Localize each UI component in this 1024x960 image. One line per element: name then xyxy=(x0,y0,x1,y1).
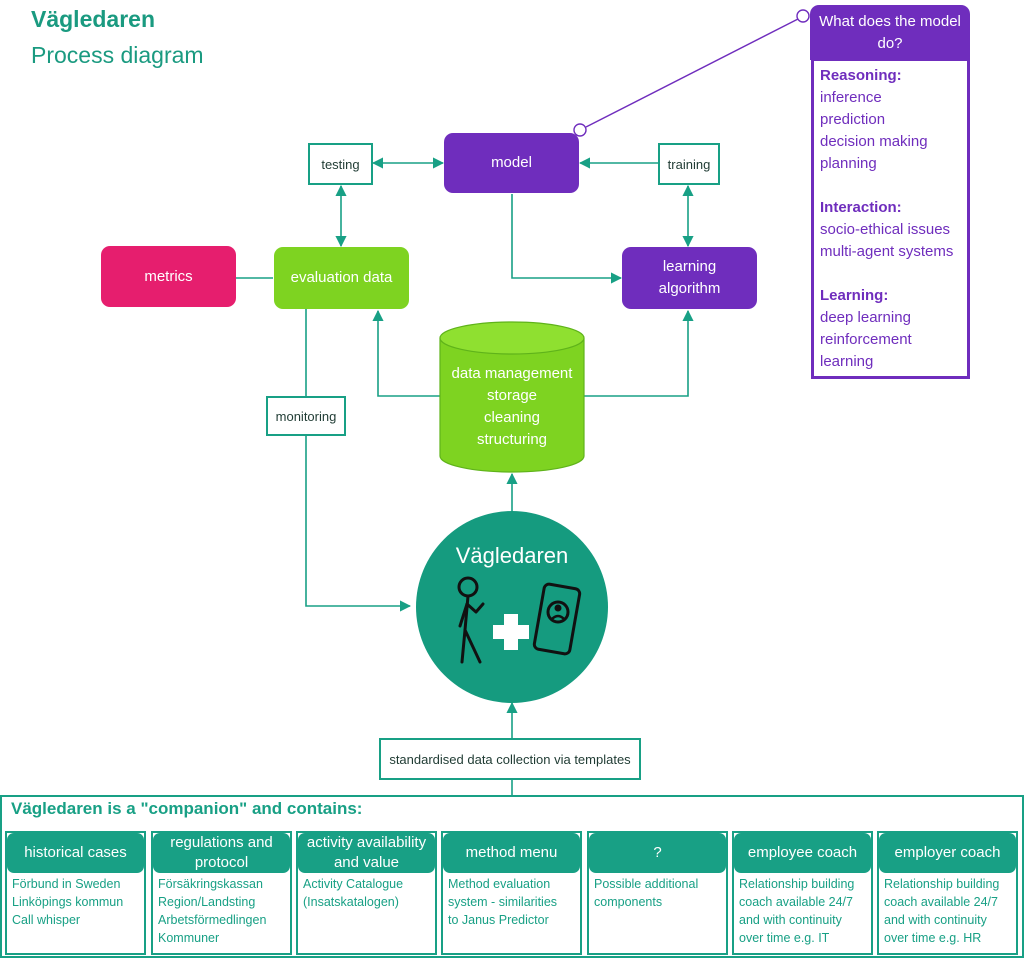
component-card-line: Relationship building xyxy=(884,877,1000,891)
learning-item: deep learning xyxy=(820,309,911,326)
evaluation-data-node: evaluation data xyxy=(274,247,409,309)
model-node: model xyxy=(444,133,579,193)
diagram-title: Vägledaren xyxy=(31,6,155,32)
component-card-header: activity availability and value xyxy=(298,833,435,873)
component-card-line: Försäkringskassan xyxy=(158,877,263,891)
component-card-line: and with continuity xyxy=(884,913,987,927)
component-card-line: Kommuner xyxy=(158,931,220,945)
interaction-item: multi-agent systems xyxy=(820,243,954,260)
reasoning-item: decision making xyxy=(820,133,928,150)
component-card-line: Relationship building xyxy=(739,877,855,891)
diagram-subtitle: Process diagram xyxy=(31,42,204,68)
component-card-line: over time e.g. IT xyxy=(739,931,830,945)
learning-item: learning xyxy=(820,353,874,370)
data-management-node: data management storage cleaning structu… xyxy=(440,363,584,451)
component-card-header: regulations and protocol xyxy=(153,833,290,873)
component-card-header: employer coach xyxy=(879,833,1016,873)
data-collection-node: standardised data collection via templat… xyxy=(379,738,641,780)
edge-model-sidebar xyxy=(585,18,799,128)
component-card-line: Possible additional xyxy=(594,877,699,891)
vagledaren-hub-label: Vägledaren xyxy=(455,543,569,568)
reasoning-heading: Reasoning: xyxy=(820,67,902,84)
component-card-line: Förbund in Sweden xyxy=(12,877,121,891)
edge-model-learning xyxy=(511,194,623,284)
learning-algorithm-line: algorithm xyxy=(658,280,721,297)
component-card-line: Activity Catalogue xyxy=(303,877,404,891)
component-card-line: and with continuity xyxy=(739,913,842,927)
component-card: employer coach Relationship building coa… xyxy=(877,831,1018,955)
component-card-line: Call whisper xyxy=(12,913,81,927)
data-management-line: cleaning xyxy=(484,409,540,426)
interaction-item: socio-ethical issues xyxy=(820,221,951,238)
component-card-line: Region/Landsting xyxy=(158,895,256,909)
edge-monitoring-hub xyxy=(305,436,412,612)
training-node: training xyxy=(658,143,720,185)
vagledaren-hub-circle xyxy=(416,511,608,703)
component-card-line: Linköpings kommun xyxy=(12,895,124,909)
learning-algorithm-line: learning xyxy=(662,258,717,275)
plus-icon xyxy=(493,614,529,650)
data-management-line: storage xyxy=(486,387,538,404)
component-card-header: employee coach xyxy=(734,833,871,873)
data-management-line: structuring xyxy=(476,431,548,448)
component-card-line: to Janus Predictor xyxy=(448,913,549,927)
component-card-line: Method evaluation xyxy=(448,877,551,891)
component-card-header: historical cases xyxy=(7,833,144,873)
edge-data-evaluation xyxy=(372,309,440,397)
reasoning-item: prediction xyxy=(820,111,886,128)
component-card-line: system - similarities xyxy=(448,895,558,909)
component-card-line: coach available 24/7 xyxy=(884,895,998,909)
component-card-header: method menu xyxy=(443,833,580,873)
component-card-line: Arbetsförmedlingen xyxy=(158,913,267,927)
component-card: method menu Method evaluation system - s… xyxy=(441,831,582,955)
component-card-line: (Insatskatalogen) xyxy=(303,895,399,909)
data-management-line: data management xyxy=(451,365,573,382)
component-card: ? Possible additional components xyxy=(587,831,728,955)
reasoning-item: inference xyxy=(820,89,882,106)
component-card-header: ? xyxy=(589,833,726,873)
connector-dot-sidebar xyxy=(796,9,810,23)
component-card-line: coach available 24/7 xyxy=(739,895,853,909)
interaction-heading: Interaction: xyxy=(820,199,902,216)
metrics-node: metrics xyxy=(101,246,236,307)
data-management-cylinder xyxy=(439,321,585,473)
component-card-line: components xyxy=(594,895,663,909)
learning-heading: Learning: xyxy=(820,287,889,304)
connector-dot-model xyxy=(573,123,587,137)
companion-title: Vägledaren is a "companion" and contains… xyxy=(11,799,363,818)
edge-data-learning xyxy=(584,309,694,397)
monitoring-node: monitoring xyxy=(266,396,346,436)
testing-node: testing xyxy=(308,143,373,185)
component-card: employee coach Relationship building coa… xyxy=(732,831,873,955)
component-card: historical cases Förbund in Sweden Linkö… xyxy=(5,831,146,955)
learning-algorithm-node: learning algorithm xyxy=(622,247,757,309)
person-icon xyxy=(457,576,485,664)
smartphone-icon xyxy=(532,582,582,656)
learning-item: reinforcement xyxy=(820,331,912,348)
component-card-line: over time e.g. HR xyxy=(884,931,982,945)
component-card: activity availability and value Activity… xyxy=(296,831,437,955)
model-function-panel: Reasoning: inference prediction decision… xyxy=(811,58,970,379)
reasoning-item: planning xyxy=(820,155,877,172)
component-card: regulations and protocol Försäkringskass… xyxy=(151,831,292,955)
model-function-header: What does the model do? xyxy=(810,5,970,60)
